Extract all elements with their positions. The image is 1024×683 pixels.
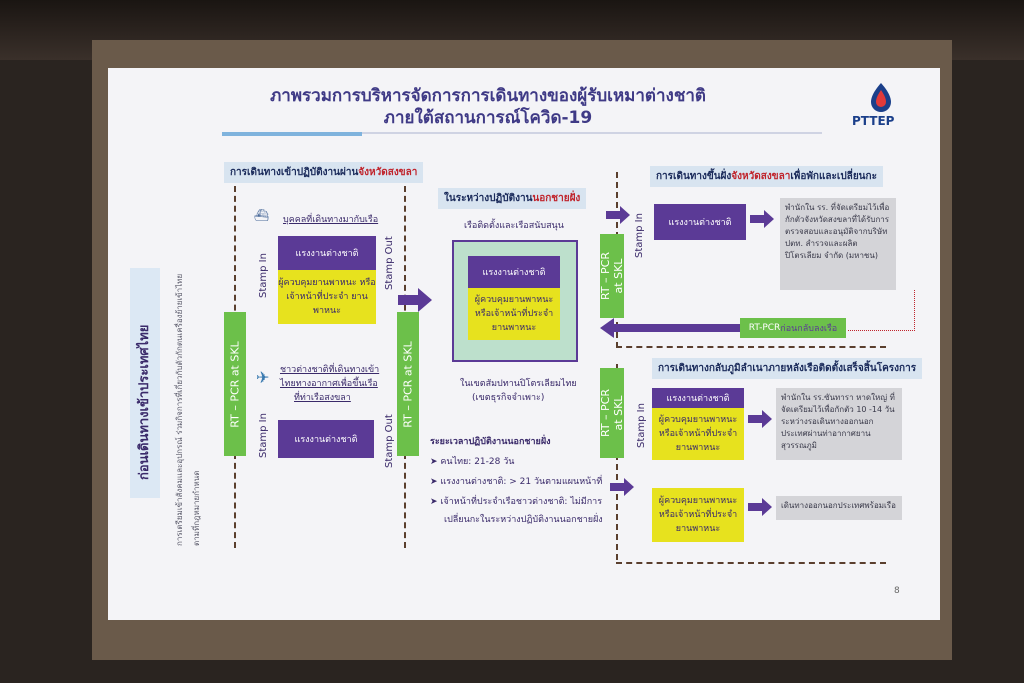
right1-header-tail: เพื่อพักและเปลี่ยนกะ — [790, 171, 877, 182]
stamp-in-3: Stamp In — [634, 213, 645, 258]
worker-box-1: แรงงานต่างชาติ — [278, 236, 376, 270]
sea-label: บุคคลที่เดินทางมากับเรือ — [283, 215, 379, 225]
stamp-in-1: Stamp In — [258, 253, 269, 298]
airplane-icon: ✈ — [256, 368, 270, 387]
period-item-1-text: คนไทย: 21-28 วัน — [440, 457, 515, 467]
return-arrow — [600, 318, 742, 342]
dash-h2 — [616, 562, 886, 564]
right1-header-province: จังหวัดสงขลา — [731, 171, 791, 182]
page-number: 8 — [894, 586, 900, 596]
arrow-in-2 — [610, 478, 634, 500]
worker-box-4: แรงงานต่างชาติ — [654, 204, 746, 240]
supervisor-box-1: ผู้ควบคุมยานพาหนะ หรือเจ้าหน้าที่ประจำ ย… — [278, 270, 376, 324]
section1-header-province: จังหวัดสงขลา — [358, 167, 418, 178]
right3-info: เดินทางออกนอกประเทศพร้อมเรือ — [776, 496, 902, 520]
stamp-out-2: Stamp Out — [384, 414, 395, 468]
section1-header: การเดินทางเข้าปฏิบัติงานผ่านจังหวัดสงขลา — [224, 162, 424, 183]
rt-pcr-right2: RT – PCR at SKL — [599, 368, 626, 458]
return-dotted-line — [848, 290, 915, 331]
left-note-2: ตามที่กฎหมายกำหนด — [192, 470, 201, 546]
title-underline — [222, 132, 362, 136]
worker-box-3: แรงงานต่างชาติ — [468, 256, 560, 288]
dash-h1 — [616, 346, 886, 348]
air-label-1: ชาวต่างชาติที่เดินทางเข้า — [280, 365, 380, 375]
supervisor-box-2: ผู้ควบคุมยานพาหนะ หรือเจ้าหน้าที่ประจำ ย… — [468, 288, 560, 340]
rt-pcr-right1-label: RT – PCR at SKL — [599, 251, 626, 301]
left-title: ก่อนเดินทางเข้าประเทศไทย — [137, 324, 152, 480]
rt-pcr-mid-label: RT – PCR at SKL — [401, 340, 415, 428]
stamp-in-4: Stamp In — [636, 403, 647, 448]
air-label-3: ที่ท่าเรือสงขลา — [294, 393, 351, 403]
slide: ภาพรวมการบริหารจัดการการเดินทางของผู้รับ… — [108, 68, 940, 620]
right2-header: การเดินทางกลับภูมิลำเนาภายหลังเรือติดตั้… — [652, 358, 923, 379]
left-note-1: การเตรียมเข้าสังคมและอุปกรณ์ ร่วมกิจการท… — [175, 273, 184, 546]
worker-box-5: แรงงานต่างชาติ — [652, 388, 744, 408]
rt-pcr-left-label: RT – PCR at SKL — [228, 340, 242, 428]
section1-header-text: การเดินทางเข้าปฏิบัติงานผ่าน — [230, 167, 359, 178]
arrow-r2 — [748, 410, 772, 432]
period-item-3: ➤ เจ้าหน้าที่ประจำเรือชาวต่างชาติ: ไม่มี… — [430, 497, 603, 507]
offshore-header-highlight: นอกชายฝั่ง — [532, 193, 581, 204]
worker-box-2: แรงงานต่างชาติ — [278, 420, 374, 458]
arrow-r1 — [750, 210, 774, 232]
period-item-2: ➤ แรงงานต่างชาติ: > 21 วันตามแผนหน้าที่ — [430, 477, 603, 487]
left-title-box — [130, 268, 160, 498]
right2-info: พำนักใน รร.ซันทารา หาดใหญ่ ที่จัดเตรียมไ… — [776, 388, 902, 460]
offshore-header-text: ในระหว่างปฏิบัติงาน — [444, 193, 533, 204]
pttep-logo-icon — [869, 82, 893, 112]
ship-icon: ⛴ — [254, 208, 270, 222]
arrow-in-1 — [606, 206, 630, 228]
slide-title-line2: ภายใต้สถานการณ์โควิด-19 — [383, 108, 593, 128]
air-label-2: ไทยทางอากาศเพื่อขึ้นเรือ — [280, 379, 378, 389]
right1-info: พำนักใน รร. ที่จัดเตรียมไว้เพื่อกักตัวจั… — [780, 198, 896, 290]
period-item-4: เปลี่ยนกะในระหว่างปฏิบัติงานนอกชายฝั่ง — [444, 515, 603, 525]
period-item-2-text: แรงงานต่างชาติ: > 21 วันตามแผนหน้าที่ — [440, 477, 603, 487]
rt-pcr-mid: RT – PCR at SKL — [397, 312, 419, 456]
stamp-in-2: Stamp In — [258, 413, 269, 458]
right1-header-text: การเดินทางขึ้นฝั่ง — [656, 171, 732, 182]
period-item-3-text: เจ้าหน้าที่ประจำเรือชาวต่างชาติ: ไม่มีกา… — [440, 497, 603, 507]
rt-pcr-return-note: ก่อนกลับลงเรือ — [780, 324, 838, 334]
offshore-sub: เรือติดตั้งและเรือสนับสนุน — [464, 221, 564, 231]
title-underline-gray — [362, 132, 822, 134]
zone-1: ในเขตสัมปทานปิโตรเลียมไทย — [460, 379, 577, 389]
logo-text: PTTEP — [852, 114, 895, 128]
supervisor-box-3: ผู้ควบคุมยานพาหนะ หรือเจ้าหน้าที่ประจำ ย… — [652, 408, 744, 460]
slide-title-line1: ภาพรวมการบริหารจัดการการเดินทางของผู้รับ… — [270, 86, 706, 106]
arrow-to-offshore — [398, 288, 432, 312]
offshore-header: ในระหว่างปฏิบัติงานนอกชายฝั่ง — [438, 188, 587, 209]
arrow-r3 — [748, 498, 772, 520]
zone-2: (เขตธุรกิจจำเพาะ) — [472, 393, 545, 403]
dash-right2 — [616, 364, 618, 560]
stamp-out-1: Stamp Out — [384, 236, 395, 290]
period-item-1: ➤ คนไทย: 21-28 วัน — [430, 457, 515, 467]
supervisor-box-4: ผู้ควบคุมยานพาหนะ หรือเจ้าหน้าที่ประจำ ย… — [652, 488, 744, 542]
period-title: ระยะเวลาปฏิบัติงานนอกชายฝั่ง — [430, 437, 551, 447]
rt-pcr-return-label: RT-PCR — [748, 323, 781, 333]
rt-pcr-return: RT-PCR ก่อนกลับลงเรือ — [740, 318, 846, 338]
rt-pcr-right2-label: RT – PCR at SKL — [599, 388, 626, 438]
rt-pcr-left: RT – PCR at SKL — [224, 312, 246, 456]
right1-header: การเดินทางขึ้นฝั่งจังหวัดสงขลาเพื่อพักแล… — [650, 166, 883, 187]
rt-pcr-right1: RT – PCR at SKL — [599, 234, 626, 318]
